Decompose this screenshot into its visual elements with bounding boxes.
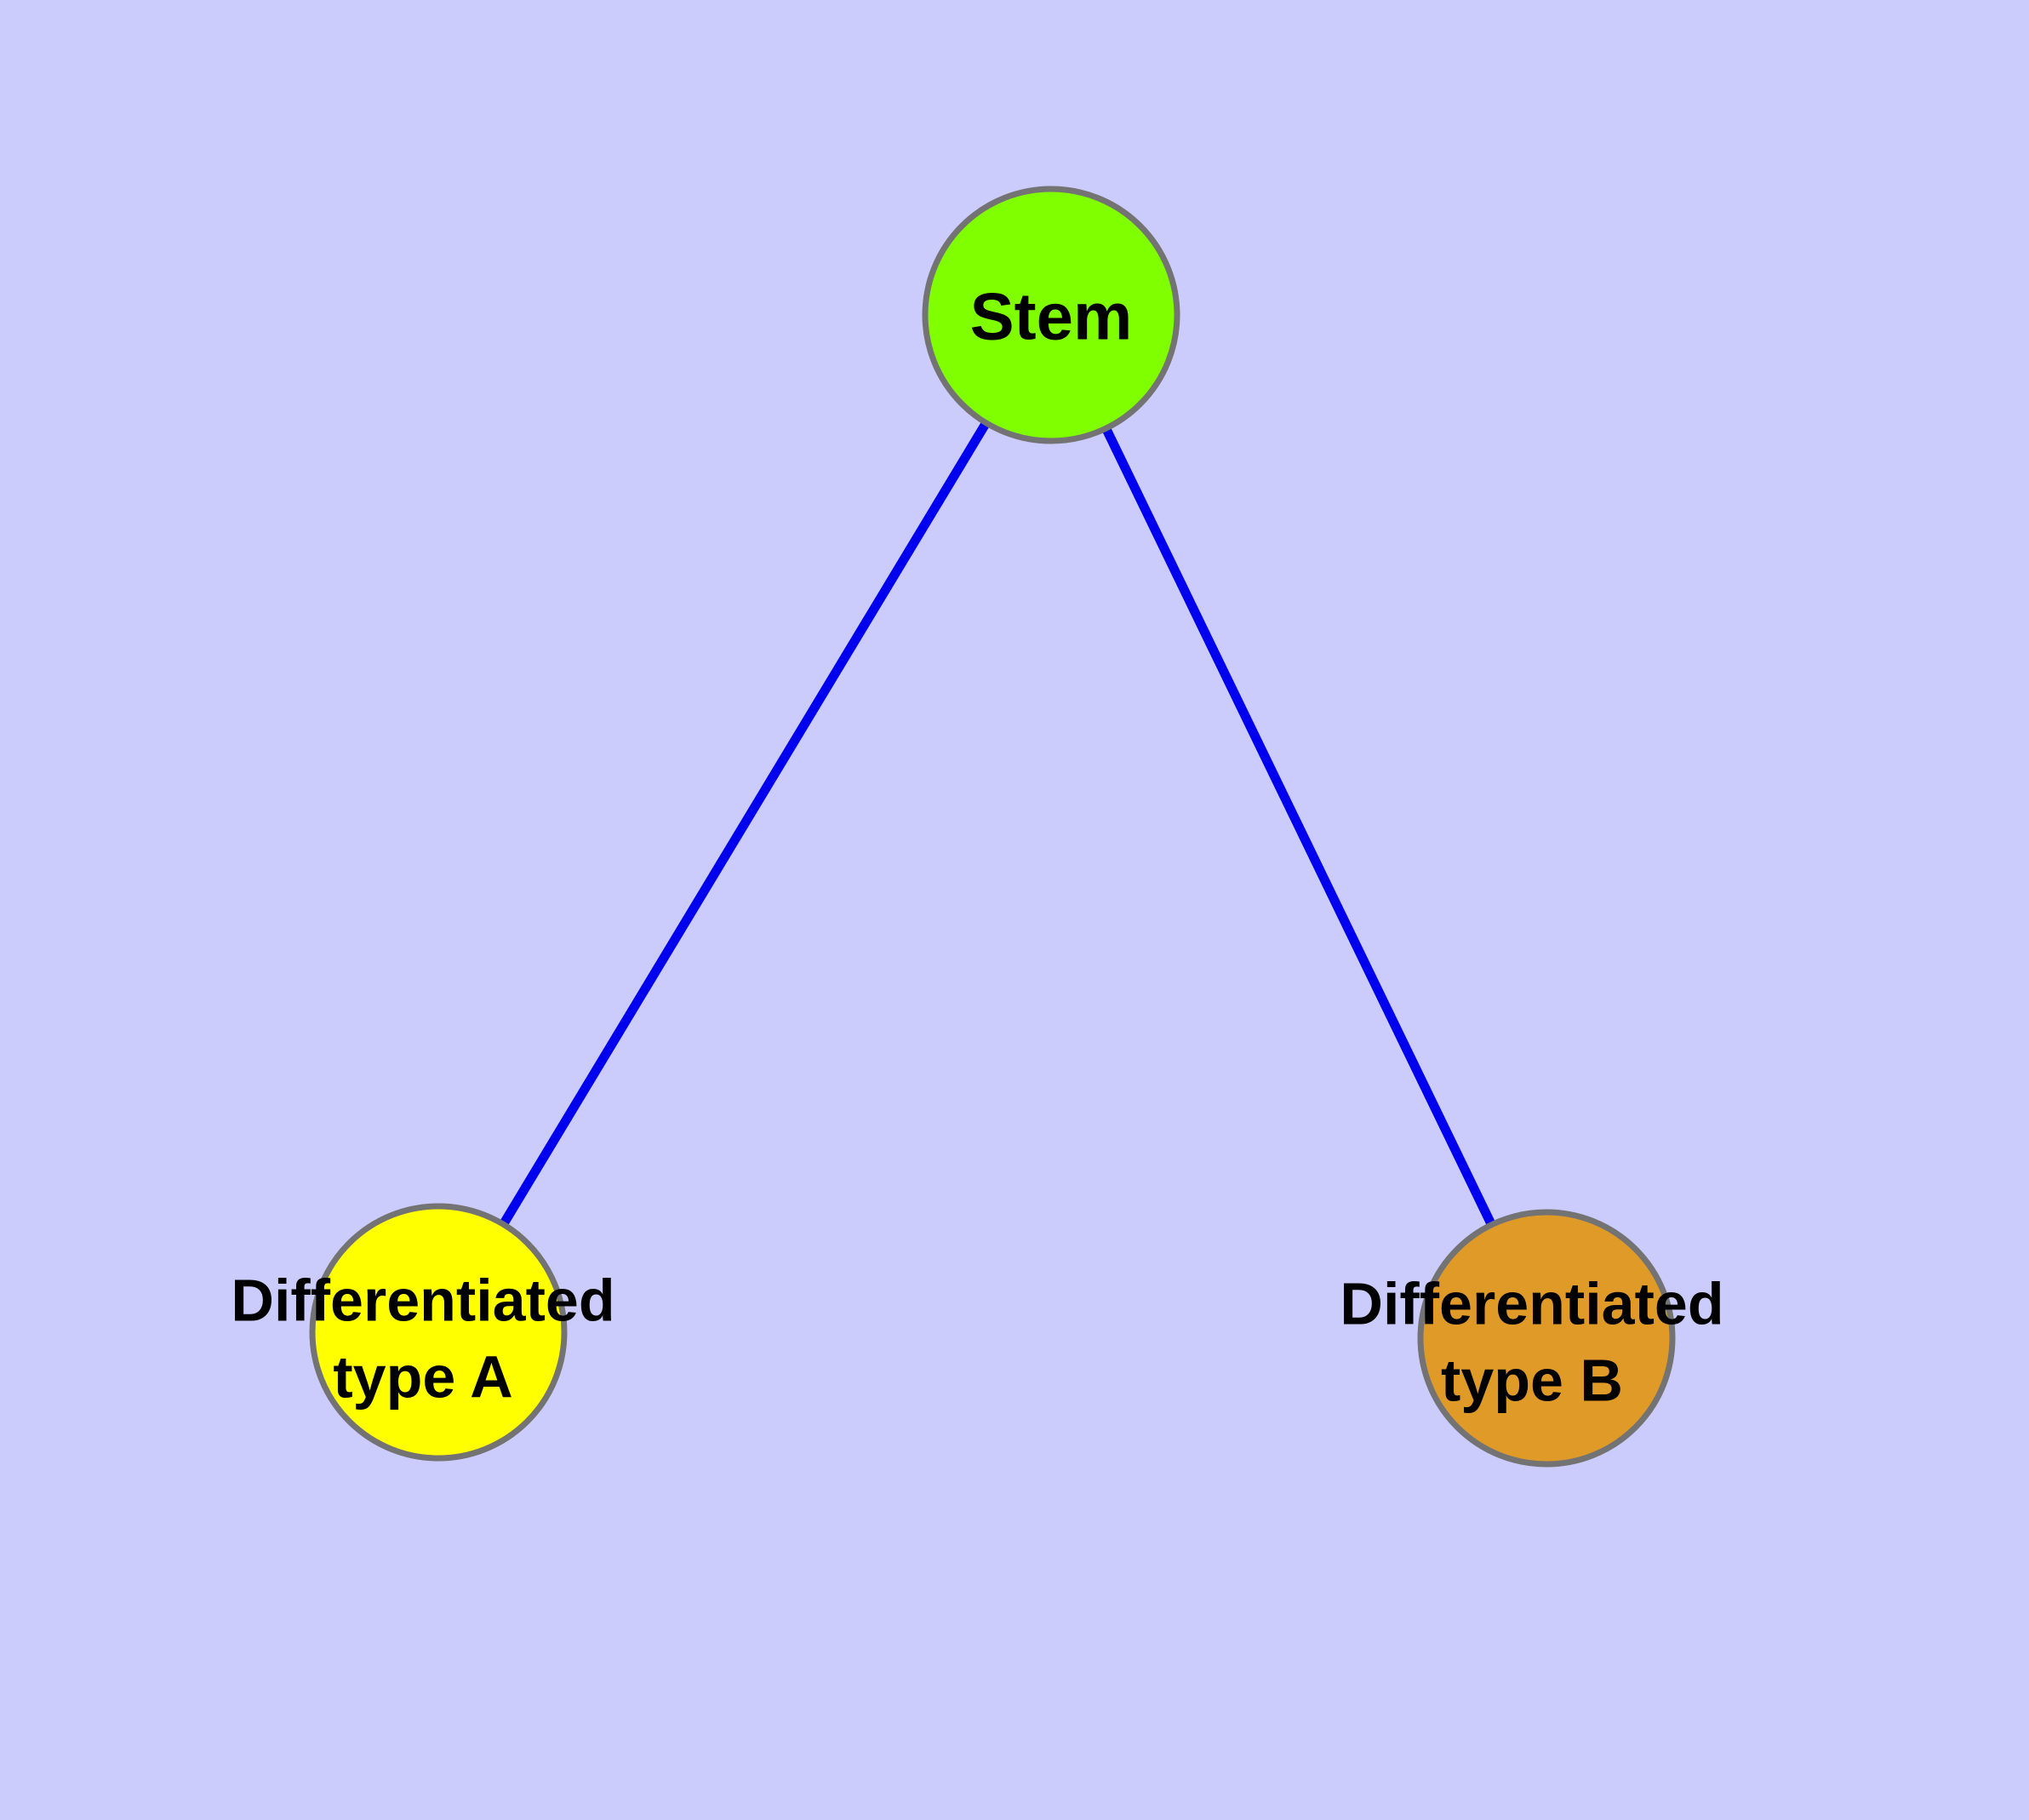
node-stem-label: Stem bbox=[970, 279, 1133, 354]
node-stem[interactable]: Stem bbox=[922, 186, 1180, 444]
node-differentiated-type-a[interactable]: Differentiated type A bbox=[231, 1203, 615, 1462]
node-layer: Stem Differentiated type A Differentiate… bbox=[231, 186, 1724, 1468]
edge-layer bbox=[434, 312, 1551, 1341]
node-stem-circle[interactable] bbox=[922, 186, 1180, 444]
node-differentiated-type-b-label-line2: type B bbox=[1441, 1347, 1623, 1413]
edge-stem-to-differentiated-type-b[interactable] bbox=[1047, 312, 1551, 1341]
edge-stem-to-differentiated-type-a[interactable] bbox=[434, 312, 1055, 1335]
node-differentiated-type-b-circle[interactable] bbox=[1417, 1209, 1676, 1468]
node-differentiated-type-a-label-line1: Differentiated bbox=[231, 1267, 614, 1333]
node-differentiated-type-a-label-line2: type A bbox=[333, 1343, 512, 1410]
node-differentiated-type-b[interactable]: Differentiated type B bbox=[1340, 1209, 1724, 1468]
node-differentiated-type-a-circle[interactable] bbox=[309, 1203, 568, 1462]
node-differentiated-type-b-label-line1: Differentiated bbox=[1340, 1270, 1723, 1336]
